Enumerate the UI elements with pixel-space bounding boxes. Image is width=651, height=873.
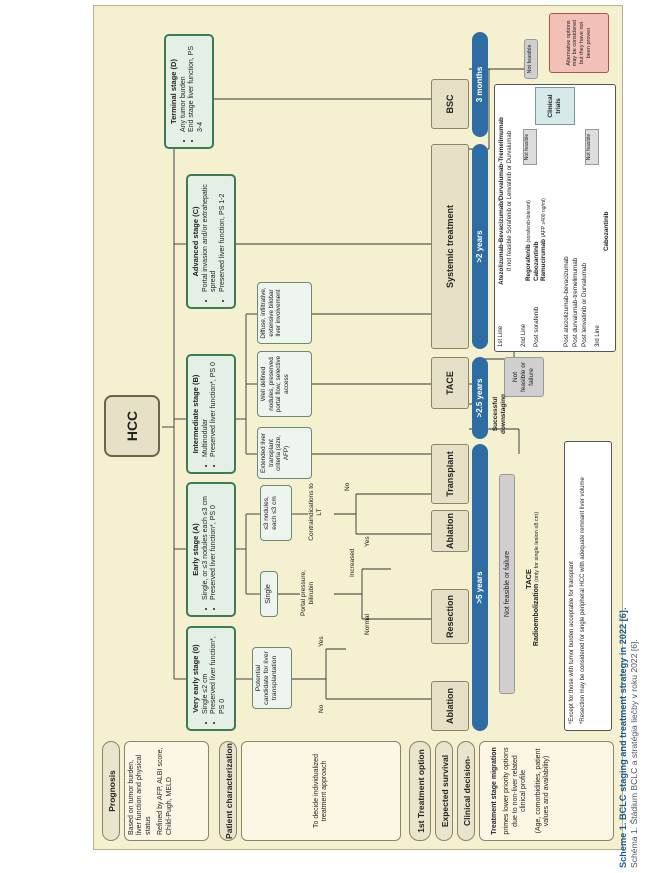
ramucirumab: Ramucirumab xyxy=(540,239,548,281)
stage-intermediate-title: Intermediate stage (B) xyxy=(191,374,200,454)
cabozantinib: Cabozantinib xyxy=(532,241,540,281)
line1-label: 1st Line xyxy=(498,325,504,347)
stage-very-early-title: Very early stage (0) xyxy=(191,644,200,713)
footnotes-box: *Except for those with tumor burden acce… xyxy=(564,441,612,731)
extended-criteria-node: Extended liver transplant criteria (size… xyxy=(257,427,312,479)
hcc-node: HCC xyxy=(104,395,160,457)
prognosis-label: Prognosis xyxy=(102,741,120,841)
stage-very-early: Very early stage (0) Single ≤2 cmPreserv… xyxy=(186,626,236,731)
survival-gt5: >5 years xyxy=(472,444,488,731)
not-feasible-failure-node: Not feasible or failure xyxy=(504,357,544,397)
radio-note: (only for single lesion ≤8 cm) xyxy=(534,511,540,582)
no-label-1: No xyxy=(318,704,325,713)
nodules-node: ≤3 nodules, each ≤3 cm xyxy=(260,485,292,541)
stage-terminal: Terminal stage (D) Any tumor burdenEnd s… xyxy=(164,34,214,149)
survival-gt25: >2.5 years xyxy=(472,357,488,439)
stage-early-item: Preserved liver function*, PS 0 xyxy=(210,490,218,600)
clinical-trials: Clinical trials xyxy=(535,87,575,125)
treatment-transplant: Transplant xyxy=(431,444,469,504)
line3-label: 3rd Line xyxy=(595,325,601,347)
normal-label: Normal xyxy=(364,614,371,635)
clinical-decision-label: Clinical decision-making xyxy=(457,741,490,841)
patient-characterization-box: To decide individualized treatment appro… xyxy=(241,741,401,841)
stage-very-early-item: Preserved liver function*, PS 0 xyxy=(210,634,227,714)
treatment-systemic: Systemic treatment xyxy=(431,144,469,349)
not-feasible-a: Not feasible xyxy=(523,129,537,165)
potential-candidate-node: Potential candidate for liver transplant… xyxy=(252,647,292,709)
not-feasible-b: Not feasible xyxy=(585,129,599,165)
survival-3m: 3 months xyxy=(472,32,488,137)
regorafenib: Regorafenib xyxy=(525,244,532,281)
prognosis-line1: Based on tumor burden, liver function an… xyxy=(128,754,152,835)
stage-early-title: Early stage (A) xyxy=(191,523,200,576)
increased-label: Increased xyxy=(349,548,356,577)
stage-early-item: Single, or ≤3 nodules each ≤3 cm xyxy=(202,490,210,600)
stage-intermediate-item: Multinodular xyxy=(202,362,210,457)
footnote-2: *Resection may be considered for single … xyxy=(580,477,587,724)
caption-title: Scheme 1. BCLC staging and treatment str… xyxy=(618,607,628,868)
treatment-option-label: 1st Treatment option xyxy=(409,741,431,841)
tace-radio-block: TACE Radioembolization (only for single … xyxy=(524,459,541,699)
line2-label: 2nd Line xyxy=(521,323,527,347)
well-defined-node: Well defined nodules, preserved portal f… xyxy=(257,351,312,417)
stage-advanced: Advanced stage (C) Portal invasion and/o… xyxy=(186,174,236,309)
stage-early: Early stage (A) Single, or ≤3 nodules ea… xyxy=(186,482,236,617)
single-node: Single xyxy=(260,571,278,617)
survival-gt2: >2 years xyxy=(472,144,488,349)
post-lenva: Post lenvatinib or Durvalumab xyxy=(581,263,588,347)
not-feasible-c: Not feasible xyxy=(524,39,538,79)
stage-very-early-item: Single ≤2 cm xyxy=(202,634,210,714)
no-label-2: No xyxy=(344,482,351,491)
alternative-options-box: Alternative options may be considered bu… xyxy=(549,13,609,73)
line1-sub: If not feasible Sorafenib or Lenvatinib … xyxy=(507,130,513,272)
line1-text: Atezolizumab-Bevacizumab/Durvalumab-Trem… xyxy=(498,117,505,285)
treatment-ablation-1: Ablation xyxy=(431,681,469,731)
decision-line1: primes lower priority options due to non… xyxy=(503,747,528,835)
treatment-resection: Resection xyxy=(431,589,469,644)
prognosis-line2: Refined by AFP, ALBI score, Child-Pugh, … xyxy=(157,747,173,835)
diffuse-node: Diffuse, infiltrative, extensive bilobar… xyxy=(257,282,312,344)
not-feasible-bar: Not feasible or failure xyxy=(499,474,515,694)
portal-pressure-node: Portal pressure, bilirubin xyxy=(300,570,315,616)
second-line-drugs: Regorafenib (sorafenib-tolerant) Cabozan… xyxy=(525,171,548,281)
decision-box: Treatment stage migration primes lower p… xyxy=(479,741,614,841)
line3-text: Cabozantinib xyxy=(603,211,610,251)
ramucirumab-note: (AFP ≥400 ng/ml) xyxy=(541,198,548,238)
regorafenib-note: (sorafenib-tolerant) xyxy=(526,200,532,243)
post-atezo: Post atezolizumab-bevacizumab xyxy=(563,256,570,347)
yes-label-2: Yes xyxy=(364,536,371,547)
caption-subtitle: Schéma 1. Štádium BCLC a stratégia liečb… xyxy=(629,639,639,868)
treatment-bsc: BSC xyxy=(431,79,469,129)
decision-title: Treatment stage migration xyxy=(491,747,498,835)
stage-advanced-item: Portal invasion and/or extrahepatic spre… xyxy=(202,182,219,292)
stage-intermediate-item: Preserved liver function*, PS 0 xyxy=(210,362,218,457)
prognosis-box: Based on tumor burden, liver function an… xyxy=(124,741,209,841)
footnote-1: *Except for those with tumor burden acce… xyxy=(569,561,575,724)
systemic-lines-box: 1st Line Atezolizumab-Bevacizumab/Durval… xyxy=(494,84,616,352)
radioembolization-label: Radioembolization xyxy=(533,583,540,647)
post-sorafenib: Post sorafenib xyxy=(533,306,540,347)
yes-label-1: Yes xyxy=(318,636,325,647)
contraindications-node: Contraindications to LT xyxy=(308,483,323,541)
stage-intermediate: Intermediate stage (B) MultinodularPrese… xyxy=(186,354,236,474)
stage-advanced-item: Preserved liver function, PS 1-2 xyxy=(219,182,227,292)
tace-title: TACE xyxy=(524,569,533,589)
treatment-tace: TACE xyxy=(431,357,469,409)
expected-survival-label: Expected survival xyxy=(435,741,453,841)
stage-terminal-item: Any tumor burden xyxy=(180,42,188,132)
stage-advanced-title: Advanced stage (C) xyxy=(191,206,200,277)
treatment-ablation-2: Ablation xyxy=(431,510,469,552)
post-durva: Post durvalumab-tremelimumab xyxy=(572,257,579,347)
decision-line2: (Age, comorbidities, patient values and … xyxy=(534,748,550,834)
bclc-diagram: Prognosis Based on tumor burden, liver f… xyxy=(93,5,623,850)
patient-characterization-label: Patient characterization xyxy=(219,741,237,841)
stage-terminal-item: End stage liver function, PS 3-4 xyxy=(188,42,205,132)
stage-terminal-title: Terminal stage (D) xyxy=(169,59,178,124)
